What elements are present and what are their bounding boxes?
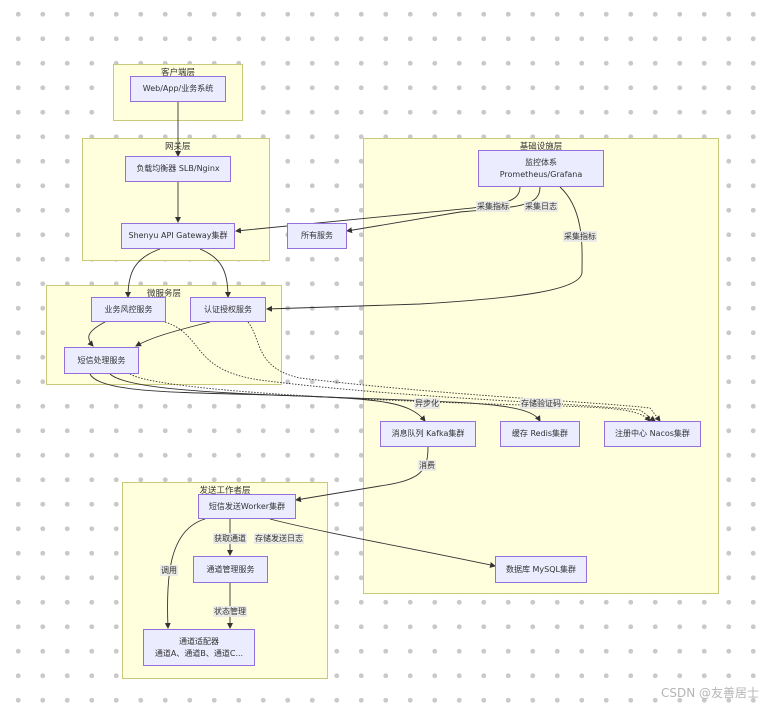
node-channel-mgmt-label: 通道管理服务 [206, 564, 255, 574]
node-client-app-label: Web/App/业务系统 [142, 84, 214, 93]
edge-auth-nacos [247, 321, 661, 422]
edge-risk-nacos [164, 321, 656, 422]
node-nacos[interactable]: 注册中心 Nacos集群 [604, 421, 701, 447]
cluster-infra: 基础设施层 [363, 138, 719, 594]
edge-risk-sms [87, 321, 106, 347]
node-shenyu-label: Shenyu API Gateway集群 [128, 231, 228, 240]
edge-label-async: 异步化 [414, 398, 440, 409]
node-monitor-label-1: 监控体系 [525, 157, 557, 167]
watermark: CSDN @友善居士 [660, 686, 759, 700]
node-risk[interactable]: 业务风控服务 [91, 297, 166, 322]
node-all-services[interactable]: 所有服务 [287, 223, 347, 249]
node-slb[interactable]: 负载均衡器 SLB/Nginx [125, 156, 231, 182]
node-mysql[interactable]: 数据库 MySQL集群 [495, 556, 587, 583]
node-nacos-label: 注册中心 Nacos集群 [615, 429, 690, 438]
edge-sms-nacos [129, 373, 651, 422]
node-auth[interactable]: 认证授权服务 [190, 297, 266, 322]
node-mysql-label: 数据库 MySQL集群 [505, 564, 576, 574]
node-adapter-label-2: 通道A、通道B、通道C... [154, 648, 244, 658]
edge-kafka-worker [295, 446, 429, 503]
edge-label-get-channel: 获取通道 [213, 533, 247, 544]
node-slb-label: 负载均衡器 SLB/Nginx [136, 164, 220, 173]
node-sms-proc-label: 短信处理服务 [77, 355, 126, 365]
edge-sms-kafka [89, 373, 426, 422]
node-risk-label: 业务风控服务 [104, 304, 153, 314]
node-client-app[interactable]: Web/App/业务系统 [130, 76, 226, 102]
cluster-infra-title: 基础设施层 [519, 142, 563, 152]
edge-monitor-auth [266, 186, 583, 312]
node-shenyu[interactable]: Shenyu API Gateway集群 [121, 223, 235, 249]
node-monitor[interactable]: 监控体系 Prometheus/Grafana [478, 150, 604, 187]
cluster-worker-title: 发送工作者层 [199, 486, 251, 496]
edge-label-store-log: 存储发送日志 [254, 533, 304, 544]
node-kafka-label: 消息队列 Kafka集群 [391, 429, 465, 438]
edge-auth-sms [135, 321, 211, 347]
edge-label-collect-logs: 采集日志 [524, 201, 558, 212]
edge-shenyu-risk [125, 248, 161, 298]
node-sms-proc[interactable]: 短信处理服务 [64, 347, 139, 374]
node-adapter[interactable]: 通道适配器 通道A、通道B、通道C... [143, 629, 255, 666]
node-sms-worker-label: 短信发送Worker集群 [208, 501, 286, 511]
edge-label-invoke: 调用 [160, 565, 178, 576]
cluster-micro-title: 微服务层 [146, 289, 181, 299]
edge-label-collect-metrics-2: 采集指标 [563, 231, 597, 242]
edge-shenyu-auth [199, 248, 231, 298]
node-monitor-label-2: Prometheus/Grafana [499, 169, 583, 179]
edge-label-store-code: 存储验证码 [520, 398, 562, 409]
edge-sms-redis [109, 373, 541, 422]
node-kafka[interactable]: 消息队列 Kafka集群 [380, 421, 476, 447]
edge-worker-mysql [269, 518, 496, 568]
edge-label-consume: 消费 [418, 460, 436, 471]
cluster-client-title: 客户端层 [160, 68, 195, 78]
node-adapter-label-1: 通道适配器 [179, 636, 219, 646]
edge-worker-adapter [164, 518, 206, 629]
edge-label-status-mgmt: 状态管理 [213, 606, 247, 617]
node-channel-mgmt[interactable]: 通道管理服务 [193, 556, 268, 583]
node-auth-label: 认证授权服务 [204, 304, 252, 314]
edge-monitor-allsvc [346, 186, 541, 234]
node-redis-label: 缓存 Redis集群 [511, 429, 569, 438]
node-sms-worker[interactable]: 短信发送Worker集群 [198, 494, 296, 519]
node-redis[interactable]: 缓存 Redis集群 [500, 421, 580, 447]
node-all-services-label: 所有服务 [301, 231, 333, 240]
edge-label-collect-metrics-1: 采集指标 [476, 201, 510, 212]
